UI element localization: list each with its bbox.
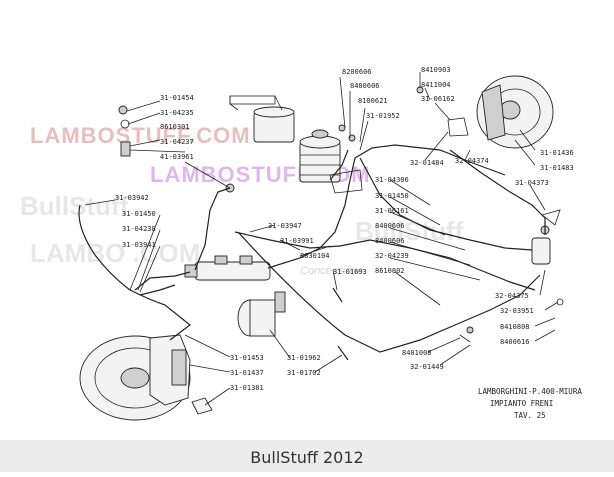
label-8200606: 8200606	[342, 68, 372, 76]
label-8411004: 8411004	[421, 81, 451, 89]
reservoir-left	[229, 95, 295, 143]
clip-right	[541, 209, 561, 226]
label-8410808: 8410808	[500, 323, 530, 331]
label-31-03991: 31-03991	[280, 237, 314, 245]
label-31-04306: 31-04306	[375, 176, 409, 184]
fitting-lower	[466, 326, 474, 334]
label-32-03951: 32-03951	[500, 307, 534, 315]
label-8400606-top: 8400606	[350, 82, 380, 90]
label-31-03941: 31-03941	[122, 241, 156, 249]
fitting-tee	[120, 141, 131, 157]
label-31-01702: 31-01702	[287, 369, 321, 377]
label-32-01484: 32-01484	[410, 159, 444, 167]
label-31-01450-left: 31-01450	[122, 210, 156, 218]
label-31-01453: 31-01453	[230, 354, 264, 362]
label-32-04239: 32-04239	[375, 252, 409, 260]
label-8401008: 8401008	[402, 349, 432, 357]
watermark-bullstuff-large: BullStuff	[20, 191, 129, 221]
leader-lines	[84, 72, 559, 406]
label-32-01449: 32-01449	[410, 363, 444, 371]
front-brake-disc	[79, 334, 191, 421]
master-cylinder	[184, 255, 271, 281]
watermark-concessione: Concessione	[300, 265, 364, 277]
label-31-04238: 31-04238	[122, 225, 156, 233]
reservoir-bracket	[329, 169, 363, 194]
parts-drawing	[79, 75, 564, 421]
label-31-03947: 31-03947	[268, 222, 302, 230]
label-8610802: 8610802	[375, 267, 405, 275]
label-32-04374: 32-04374	[455, 157, 489, 165]
brake-servo	[237, 291, 286, 337]
part-labels: 31-01454 31-04235 8610301 31-04237 41-03…	[115, 66, 574, 392]
label-31-04237: 31-04237	[160, 138, 194, 146]
label-31-01962: 31-01962	[287, 354, 321, 362]
label-32-04375: 32-04375	[495, 292, 529, 300]
footer-band: BullStuff 2012	[0, 440, 614, 472]
label-8400606-mid2: 8400606	[375, 237, 405, 245]
label-41-03961: 41-03961	[160, 153, 194, 161]
label-31-01693: 31-01693	[333, 268, 367, 276]
label-31-04373: 31-04373	[515, 179, 549, 187]
label-31-01952: 31-01952	[366, 112, 400, 120]
footer-text: BullStuff 2012	[250, 448, 363, 467]
bracket-top	[447, 117, 469, 137]
label-31-03942: 31-03942	[115, 194, 149, 202]
fitting-lower-stem	[459, 334, 471, 343]
label-31-04235: 31-04235	[160, 109, 194, 117]
label-31-01454: 31-01454	[160, 94, 194, 102]
label-31-06162: 31-06162	[421, 95, 455, 103]
label-8400616: 8400616	[500, 338, 530, 346]
nut-1	[338, 124, 346, 132]
label-8410903: 8410903	[421, 66, 451, 74]
bracket-lower	[191, 397, 213, 415]
rear-caliper	[531, 225, 551, 265]
label-8400606-mid: 8400606	[375, 222, 405, 230]
pin-2	[337, 345, 349, 361]
pin-1	[332, 287, 343, 303]
label-8830104: 8830104	[300, 252, 330, 260]
label-8100621: 8100621	[358, 97, 388, 105]
footer-svg: BullStuff 2012	[250, 448, 363, 467]
rear-brake-disc	[476, 75, 554, 149]
title-table: TAV. 25	[514, 411, 546, 420]
bolt-right	[556, 298, 564, 306]
watermark-lambo: LAMBO .COM	[30, 238, 200, 268]
brake-pipes	[78, 144, 546, 353]
label-8610301: 8610301	[160, 123, 190, 131]
nut-2	[348, 134, 356, 142]
label-31-01436: 31-01436	[540, 149, 574, 157]
label-31-01483: 31-01483	[540, 164, 574, 172]
title-system: IMPIANTO FRENI	[490, 399, 553, 408]
washer-1	[118, 105, 128, 115]
label-31-01381: 31-01381	[230, 384, 264, 392]
title-block: LAMBORGHINI-P.400-MIURA IMPIANTO FRENI T…	[478, 387, 582, 420]
reservoir-right	[299, 129, 341, 183]
label-31-06161: 31-06161	[375, 207, 409, 215]
title-model: LAMBORGHINI-P.400-MIURA	[478, 387, 582, 396]
label-31-01437: 31-01437	[230, 369, 264, 377]
label-31-01450-right: 31-01450	[375, 192, 409, 200]
